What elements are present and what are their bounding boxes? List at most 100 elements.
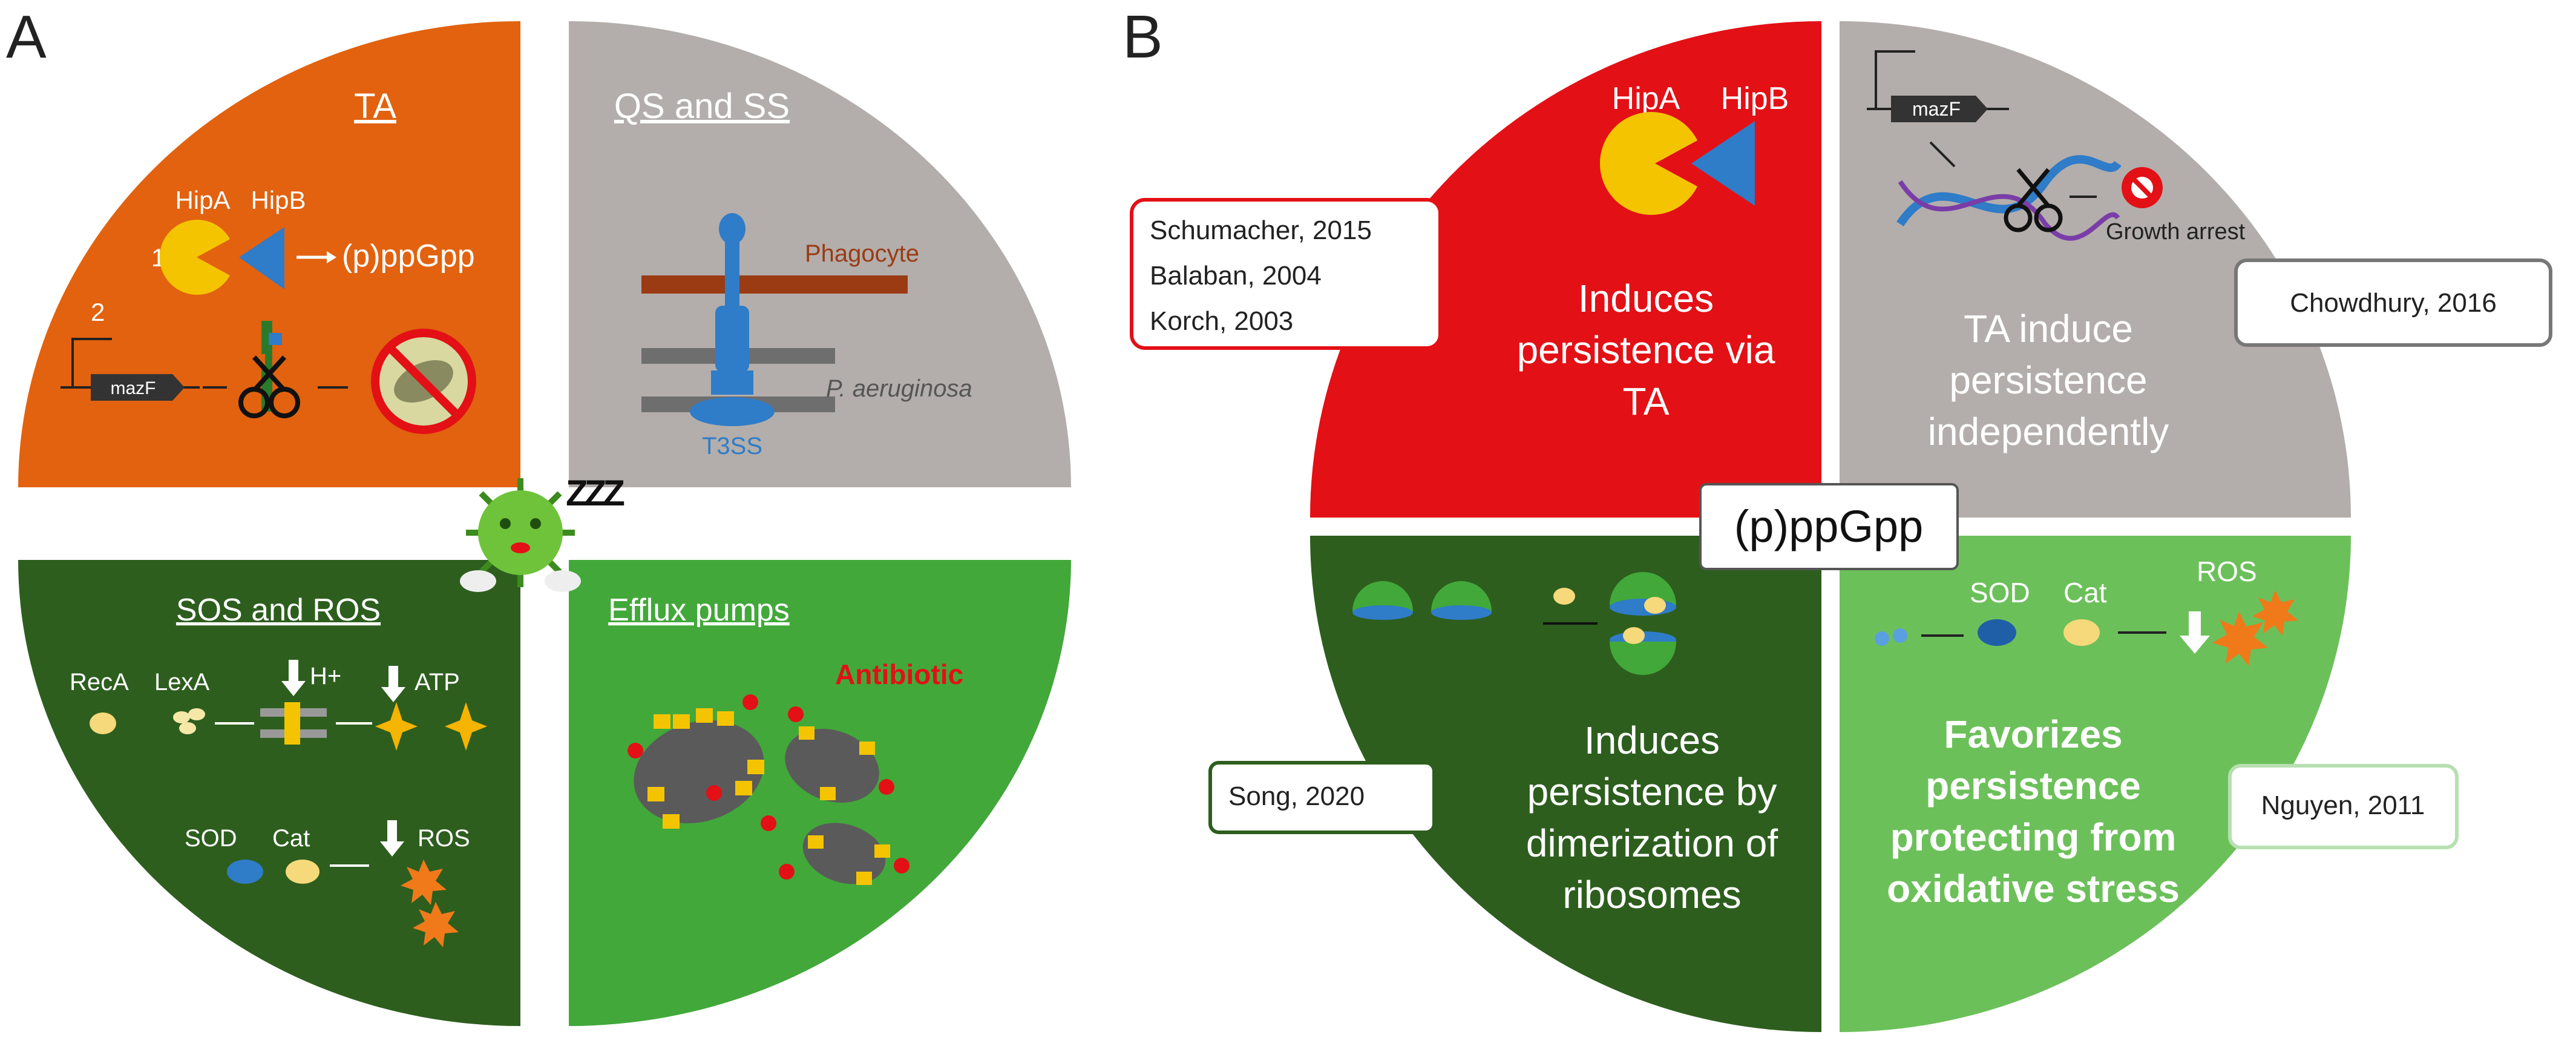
b-mazf-gene-box [1891, 96, 1988, 122]
superoxide-dot-icon [1875, 631, 1889, 646]
quadrant-ribosome-dimerization [1310, 536, 1821, 1032]
qs-title: QS and SS [614, 87, 790, 126]
cat-icon [286, 860, 320, 884]
ref-box-tr [2234, 258, 2552, 347]
ref-box-tl [1130, 198, 1442, 350]
b-cat-icon [2063, 619, 2100, 646]
quadrant-oxidative-stress [1840, 536, 2351, 1032]
antibiotic-label: Antibiotic [835, 659, 963, 690]
ref-tl-1: Schumacher, 2015 [1150, 215, 1372, 245]
efflux-bacteria-icon [634, 708, 890, 885]
b-bl-text-3: dimerization of [1526, 821, 1778, 865]
pathogen-label: P. aeruginosa [826, 375, 972, 402]
b-tr-text-2: persistence [1949, 358, 2147, 402]
b-ros-label: ROS [2197, 556, 2257, 587]
reca-label: RecA [70, 669, 129, 696]
panel-b-label: B [1122, 3, 1163, 71]
arrowhead-icon [327, 251, 336, 263]
growth-arrest-label: Growth arrest [2106, 219, 2246, 245]
sleeping-bacterium-mascot [460, 478, 581, 592]
ta-num-2: 2 [91, 298, 105, 326]
ref-bl: Song, 2020 [1228, 781, 1365, 811]
no-growth-icon [371, 329, 476, 434]
b-hipa-pacman-icon [1599, 112, 1697, 215]
b-ros-burst-icon [2212, 611, 2268, 666]
phagocyte-membrane [641, 275, 908, 294]
b-hipa-label: HipA [1612, 81, 1680, 116]
panel-b: B HipA HipB Induces persistence via TA m… [1122, 3, 2552, 1032]
b-br-text-3: protecting from [1890, 815, 2177, 859]
ros-burst-icon [401, 860, 447, 905]
promoter-arrow-icon [71, 338, 112, 387]
b-hipb-label: HipB [1721, 81, 1789, 116]
efflux-title: Efflux pumps [608, 593, 790, 628]
b-scissors-dna-icon [1896, 155, 2122, 241]
panel-a: A TA HipA HipB 1 (p)ppGpp 2 mazF [6, 3, 1071, 1026]
antibiotic-dots-icon [628, 694, 909, 880]
hplus-label: H+ [310, 663, 341, 689]
b-br-text-2: persistence [1925, 764, 2141, 808]
superoxide-dot-icon-2 [1893, 628, 1907, 643]
b-cat-label: Cat [2063, 577, 2107, 608]
scissors-rna-icon [238, 321, 300, 418]
hipa-pacman-icon [159, 220, 230, 295]
quadrant-qs-ss [569, 21, 1071, 487]
ta-mazf-label: mazF [111, 378, 156, 398]
ref-tl-2: Balaban, 2004 [1150, 261, 1322, 291]
down-arrow-atp-icon [381, 666, 405, 702]
b-tl-text-3: TA [1622, 380, 1669, 423]
sos-title: SOS and ROS [176, 593, 381, 628]
lexa-icon [173, 708, 205, 734]
b-tr-text-1: TA induce [1964, 307, 2133, 350]
ros-label: ROS [418, 825, 470, 852]
phagocyte-label: Phagocyte [805, 240, 919, 267]
down-arrow-hplus-icon [281, 660, 306, 696]
b-tr-text-3: independently [1928, 410, 2169, 453]
b-sod-icon [1978, 619, 2016, 646]
b-arrow-mazf [1929, 141, 1956, 168]
b-promoter-arrow-icon [1875, 50, 1915, 109]
sod-label: SOD [185, 825, 237, 852]
b-hipb-triangle-icon [1691, 121, 1755, 206]
b-br-text-4: oxidative stress [1887, 867, 2180, 910]
b-sod-label: SOD [1970, 577, 2030, 608]
atp-star-icon [375, 702, 418, 751]
t3ss-icon [690, 213, 775, 426]
b-bl-text-1: Induces [1584, 719, 1720, 762]
ta-title: TA [354, 87, 396, 126]
ta-ppgpp-label: (p)ppGpp [342, 238, 475, 274]
panel-a-label: A [6, 3, 47, 71]
ref-br: Nguyen, 2011 [2261, 791, 2425, 820]
quadrant-sos-ros [18, 560, 520, 1026]
ref-tr: Chowdhury, 2016 [2290, 288, 2497, 318]
quadrant-ta-independent [1840, 21, 2351, 518]
center-ppgpp-label: (p)ppGpp [1734, 501, 1924, 551]
mazf-gene-box [91, 374, 185, 401]
sleep-zzz-label: ZZZ [566, 473, 624, 513]
b-stop-icon [2122, 167, 2163, 208]
atp-star-icon-2 [445, 702, 487, 751]
b-bl-text-2: persistence by [1527, 770, 1777, 814]
t3ss-label: T3SS [702, 433, 762, 459]
ros-burst-icon-2 [413, 902, 459, 947]
b-down-arrow-ros-icon [2180, 611, 2210, 654]
reca-icon [90, 712, 116, 734]
ta-hipb-label: HipB [251, 186, 306, 214]
atp-synthase-icon [260, 702, 327, 745]
quadrant-induces-ta [1310, 21, 1821, 518]
b-br-text-1: Favorizes [1944, 712, 2122, 756]
b-bl-text-4: ribosomes [1562, 873, 1741, 916]
sod-icon [227, 860, 263, 884]
cat-label: Cat [272, 825, 310, 852]
b-mazf-label: mazF [1912, 98, 1961, 120]
b-tl-text-1: Induces [1578, 277, 1714, 320]
lexa-label: LexA [154, 669, 209, 696]
atp-label: ATP [415, 669, 460, 696]
b-ros-burst-icon-2 [2252, 590, 2298, 636]
down-arrow-ros-icon [380, 820, 404, 857]
b-tl-text-2: persistence via [1517, 328, 1775, 372]
ribosome-icons [1352, 572, 1676, 675]
hipb-triangle-icon [239, 227, 284, 289]
center-ppgpp-box [1699, 483, 1959, 570]
